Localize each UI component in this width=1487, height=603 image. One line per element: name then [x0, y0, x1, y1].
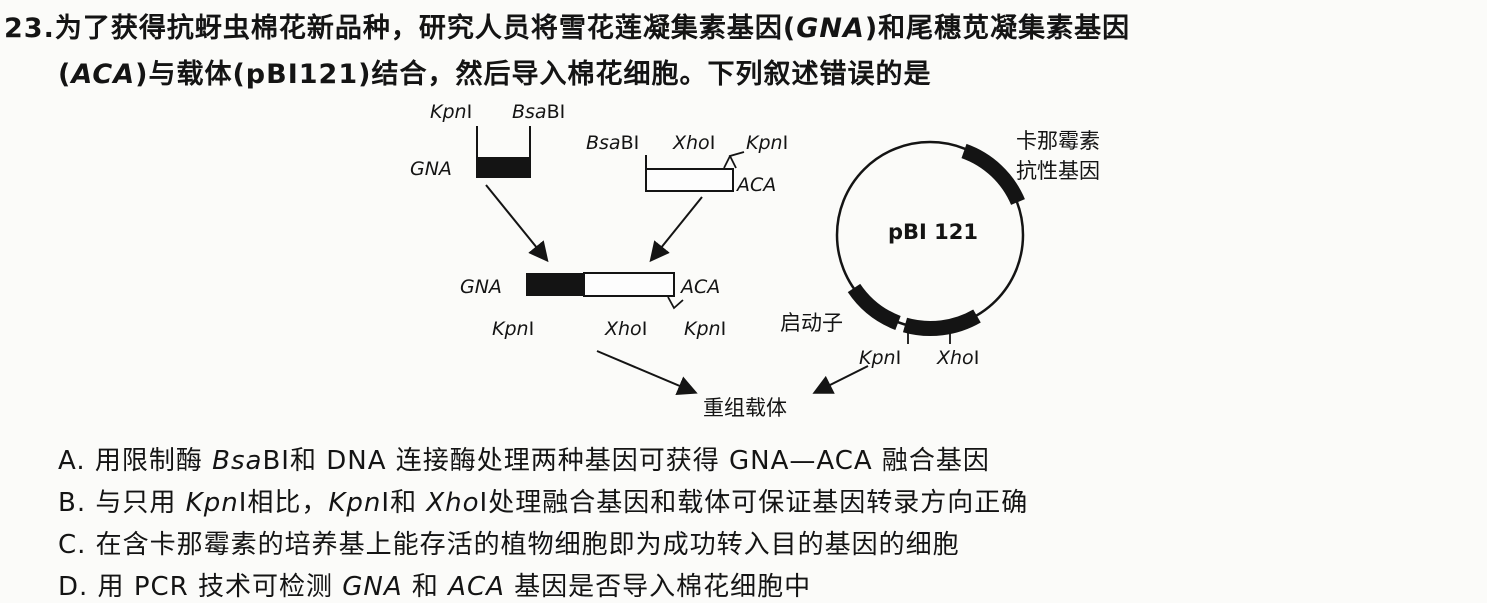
option-b[interactable]: B. 与只用 KpnⅠ相比，KpnⅠ和 XhoⅠ处理融合基因和载体可保证基因转录… — [58, 488, 1029, 518]
gna-bsab-label: BsaBⅠ — [512, 101, 565, 123]
plasmid-kpn-label: KpnⅠ — [859, 347, 901, 369]
plasmid-cut-site-segment — [902, 309, 981, 336]
aca-xho-label: XhoⅠ — [672, 132, 715, 154]
option-c[interactable]: C. 在含卡那霉素的培养基上能存活的植物细胞即为成功转入目的基因的细胞 — [58, 530, 960, 560]
question-line-2: (ACA)与载体(pBI121)结合，然后导入棉花细胞。下列叙述错误的是 — [58, 59, 932, 90]
kanamycin-label-line2: 抗性基因 — [1016, 159, 1100, 183]
fusion-kpn-label-left: KpnⅠ — [492, 318, 534, 340]
gna-gene-block — [476, 157, 531, 178]
question-line-1: 23.为了获得抗蚜虫棉花新品种，研究人员将雪花莲凝集素基因(GNA)和尾穗苋凝集… — [4, 13, 1131, 44]
kanamycin-resistance-gene — [961, 143, 1025, 206]
question-number: 23. — [4, 13, 55, 44]
promoter-label: 启动子 — [780, 311, 843, 335]
aca-bsab-label: BsaBⅠ — [586, 132, 639, 154]
arrow-gna-to-fusion — [485, 184, 549, 263]
fusion-kpn-label-right: KpnⅠ — [684, 318, 726, 340]
aca-label: ACA — [735, 174, 776, 196]
aca-kpn-label: KpnⅠ — [746, 132, 788, 154]
kanamycin-label-line1: 卡那霉素 — [1016, 129, 1100, 153]
plasmid-label: pBI 121 — [888, 220, 978, 244]
arrow-plasmid-to-recombinant — [812, 365, 869, 394]
recombinant-vector-label: 重组载体 — [703, 396, 787, 420]
fusion-gna-label: GNA — [460, 276, 502, 298]
arrow-aca-to-fusion — [649, 196, 703, 263]
fusion-gna-block — [526, 273, 584, 296]
aca-site-ticks — [723, 151, 745, 169]
aca-gene-block — [645, 168, 734, 192]
fusion-aca-label: ACA — [679, 276, 720, 298]
arrow-fusion-to-recombinant — [596, 350, 698, 395]
option-a[interactable]: A. 用限制酶 BsaBⅠ和 DNA 连接酶处理两种基因可获得 GNA—ACA … — [58, 446, 990, 476]
fusion-xho-label: XhoⅠ — [604, 318, 647, 340]
promoter-segment — [847, 283, 901, 331]
option-d[interactable]: D. 用 PCR 技术可检测 GNA 和 ACA 基因是否导入棉花细胞中 — [58, 572, 812, 602]
gna-kpn-label: KpnⅠ — [430, 101, 472, 123]
fusion-aca-block — [583, 272, 675, 297]
gna-label: GNA — [410, 158, 452, 180]
plasmid-xho-label: XhoⅠ — [936, 347, 979, 369]
